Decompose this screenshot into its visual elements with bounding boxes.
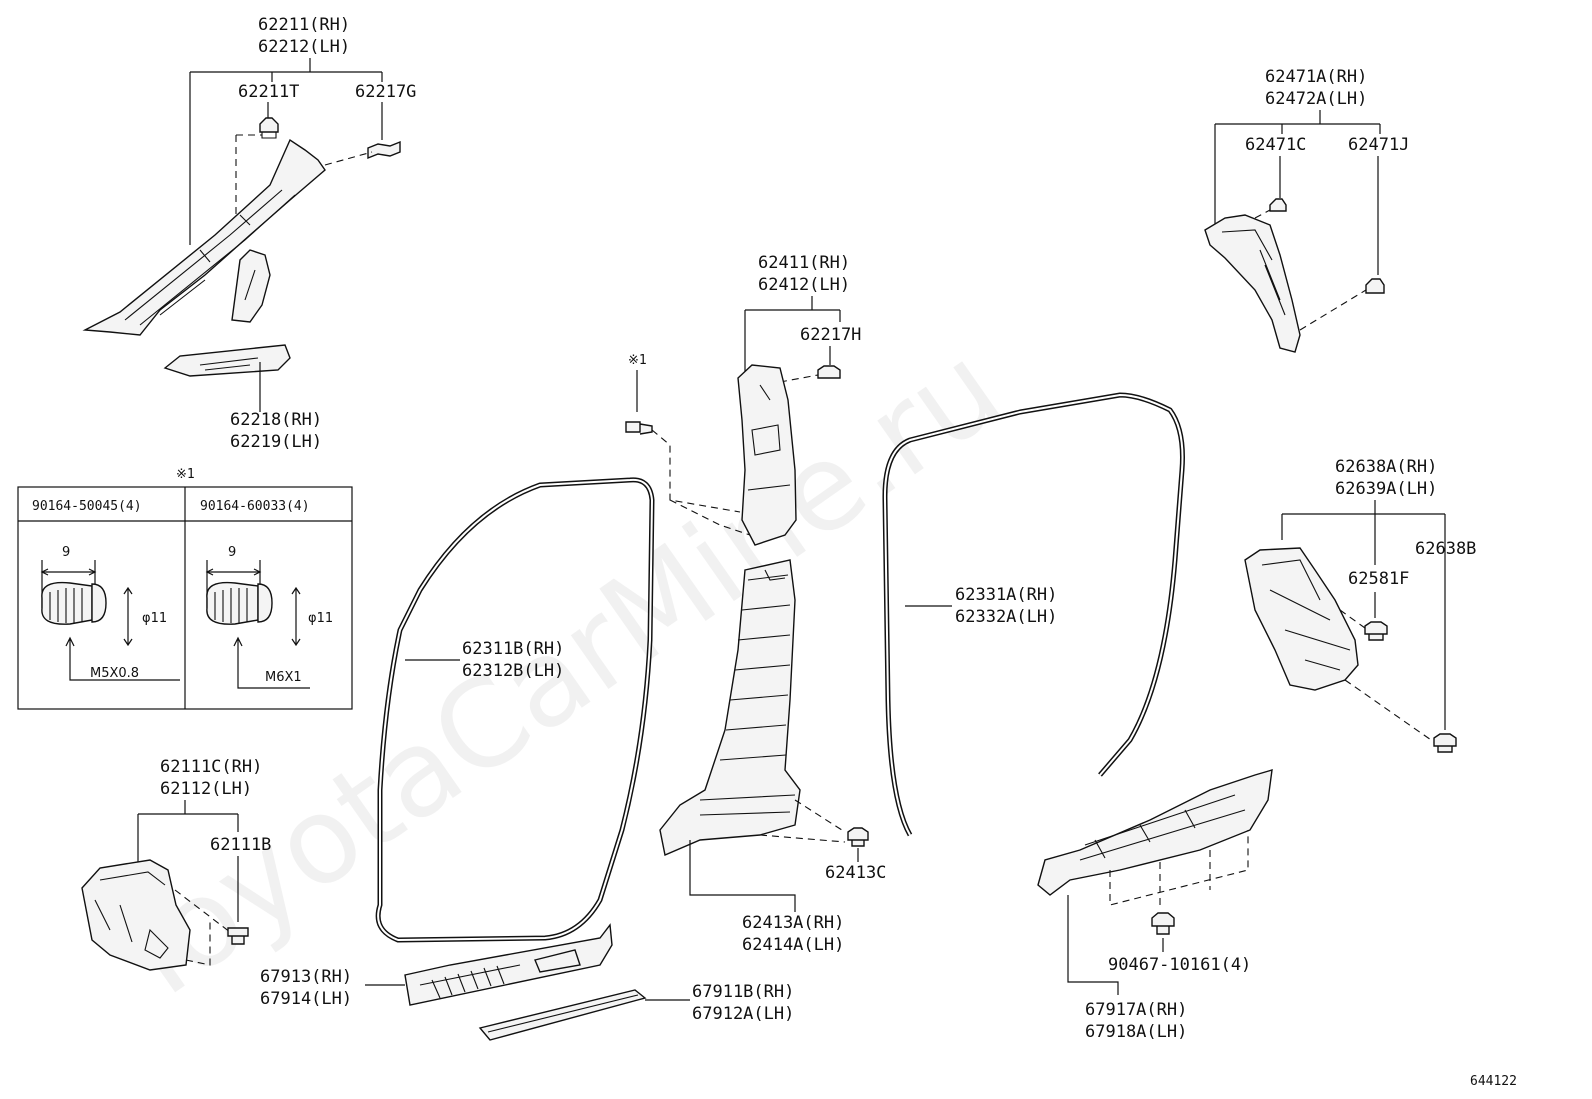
clip-62111b-icon[interactable]: [227, 927, 249, 945]
note-thread-col1: M5X0.8: [90, 666, 139, 681]
note-1-table: ※1 90164-50045(4) 90164-60033(4) 9 φ11 M…: [17, 467, 353, 710]
front-door-weatherstrip-icon[interactable]: [375, 477, 655, 943]
b-pillar-lower-group: 62413C 62413A(RH) 62414A(LH): [659, 559, 886, 955]
kick-panel-group: 62111C(RH) 62112(LH) 62111B: [81, 757, 271, 971]
label-62312b-lh[interactable]: 62312B(LH): [462, 661, 564, 681]
clip-62471c-icon[interactable]: [1269, 198, 1287, 212]
rear-door-weatherstrip-icon[interactable]: [882, 392, 1185, 837]
rear-door-seal-group: 62331A(RH) 62332A(LH): [882, 392, 1185, 837]
b-pillar-lower-trim-icon[interactable]: [659, 559, 801, 856]
label-62211-rh[interactable]: 62211(RH): [258, 15, 350, 35]
c-pillar-group: 62471A(RH) 62472A(LH) 62471C 62471J: [1204, 67, 1409, 353]
label-62218-rh[interactable]: 62218(RH): [230, 410, 322, 430]
a-pillar-trim-icon[interactable]: [82, 138, 326, 336]
diagram-id: 644122: [1470, 1074, 1517, 1089]
label-62472a-lh[interactable]: 62472A(LH): [1265, 89, 1367, 109]
note-length-col1: 9: [62, 545, 70, 560]
label-67918a-lh[interactable]: 67918A(LH): [1085, 1022, 1187, 1042]
label-62638b[interactable]: 62638B: [1415, 539, 1476, 559]
quarter-trim-panel-icon[interactable]: [1244, 547, 1359, 691]
clip-62217g-icon[interactable]: [367, 140, 401, 160]
rear-scuff-plate-icon[interactable]: [1037, 769, 1273, 896]
front-scuff-group: 67913(RH) 67914(LH) 67911B(RH) 67912A(LH…: [260, 923, 794, 1041]
rear-scuff-group: 90467-10161(4) 67917A(RH) 67918A(LH): [1037, 769, 1273, 1042]
label-67912a-lh[interactable]: 67912A(LH): [692, 1004, 794, 1024]
label-62414a-lh[interactable]: 62414A(LH): [742, 935, 844, 955]
label-67911b-rh[interactable]: 67911B(RH): [692, 982, 794, 1002]
label-90467-10161[interactable]: 90467-10161(4): [1108, 955, 1251, 975]
note-marker-screw: ※1: [628, 353, 647, 368]
bolt-90467-icon[interactable]: [1151, 912, 1175, 935]
label-62311b-rh[interactable]: 62311B(RH): [462, 639, 564, 659]
c-pillar-trim-icon[interactable]: [1204, 214, 1301, 353]
clip-62638b-icon[interactable]: [1433, 733, 1457, 753]
lower-a-pillar-trim-icon[interactable]: [163, 344, 291, 377]
label-62638a-rh[interactable]: 62638A(RH): [1335, 457, 1437, 477]
label-62332a-lh[interactable]: 62332A(LH): [955, 607, 1057, 627]
label-62581f[interactable]: 62581F: [1348, 569, 1409, 589]
note-part-90164-50045[interactable]: 90164-50045(4): [32, 499, 142, 514]
clip-62581f-icon[interactable]: [1364, 621, 1388, 641]
label-62211t[interactable]: 62211T: [238, 82, 299, 102]
note-length-col2: 9: [228, 545, 236, 560]
label-62112-lh[interactable]: 62112(LH): [160, 779, 252, 799]
b-pillar-upper-trim-icon[interactable]: [737, 364, 797, 546]
front-scuff-plate-icon[interactable]: [404, 923, 613, 1006]
screw-note1-icon[interactable]: [625, 421, 653, 435]
label-62331a-rh[interactable]: 62331A(RH): [955, 585, 1057, 605]
label-62217h[interactable]: 62217H: [800, 325, 861, 345]
label-67917a-rh[interactable]: 67917A(RH): [1085, 1000, 1187, 1020]
screw-m5-icon: [40, 560, 180, 681]
front-door-seal-group: 62311B(RH) 62312B(LH): [375, 477, 655, 943]
label-62639a-lh[interactable]: 62639A(LH): [1335, 479, 1437, 499]
front-step-plate-icon[interactable]: [478, 989, 647, 1041]
clip-62413c-icon[interactable]: [847, 827, 869, 847]
label-62212-lh[interactable]: 62212(LH): [258, 37, 350, 57]
label-67914-lh[interactable]: 67914(LH): [260, 989, 352, 1009]
note-diameter-col1: φ11: [142, 611, 167, 626]
label-62217g[interactable]: 62217G: [355, 82, 416, 102]
label-62471a-rh[interactable]: 62471A(RH): [1265, 67, 1367, 87]
label-62219-lh[interactable]: 62219(LH): [230, 432, 322, 452]
label-67913-rh[interactable]: 67913(RH): [260, 967, 352, 987]
note-diameter-col2: φ11: [308, 611, 333, 626]
label-62413c[interactable]: 62413C: [825, 863, 886, 883]
clip-62211t-icon[interactable]: [259, 117, 279, 139]
note-thread-col2: M6X1: [265, 670, 302, 685]
label-62471j[interactable]: 62471J: [1348, 135, 1409, 155]
b-pillar-upper-group: 62411(RH) 62412(LH) 62217H: [737, 253, 861, 546]
note-marker-table: ※1: [176, 467, 195, 482]
a-pillar-group: 62211(RH) 62212(LH) 62211T 62217G 62218(…: [82, 15, 416, 452]
label-62471c[interactable]: 62471C: [1245, 135, 1306, 155]
label-62111b[interactable]: 62111B: [210, 835, 271, 855]
label-62411-rh[interactable]: 62411(RH): [758, 253, 850, 273]
quarter-trim-group: 62638A(RH) 62639A(LH) 62638B 62581F: [1244, 457, 1476, 753]
clip-62217h-icon[interactable]: [817, 365, 841, 379]
label-62413a-rh[interactable]: 62413A(RH): [742, 913, 844, 933]
clip-62471j-icon[interactable]: [1365, 278, 1385, 294]
label-62111c-rh[interactable]: 62111C(RH): [160, 757, 262, 777]
note-part-90164-60033[interactable]: 90164-60033(4): [200, 499, 310, 514]
label-62412-lh[interactable]: 62412(LH): [758, 275, 850, 295]
kick-panel-trim-icon[interactable]: [81, 859, 191, 971]
screw-m6-icon: [205, 560, 310, 689]
